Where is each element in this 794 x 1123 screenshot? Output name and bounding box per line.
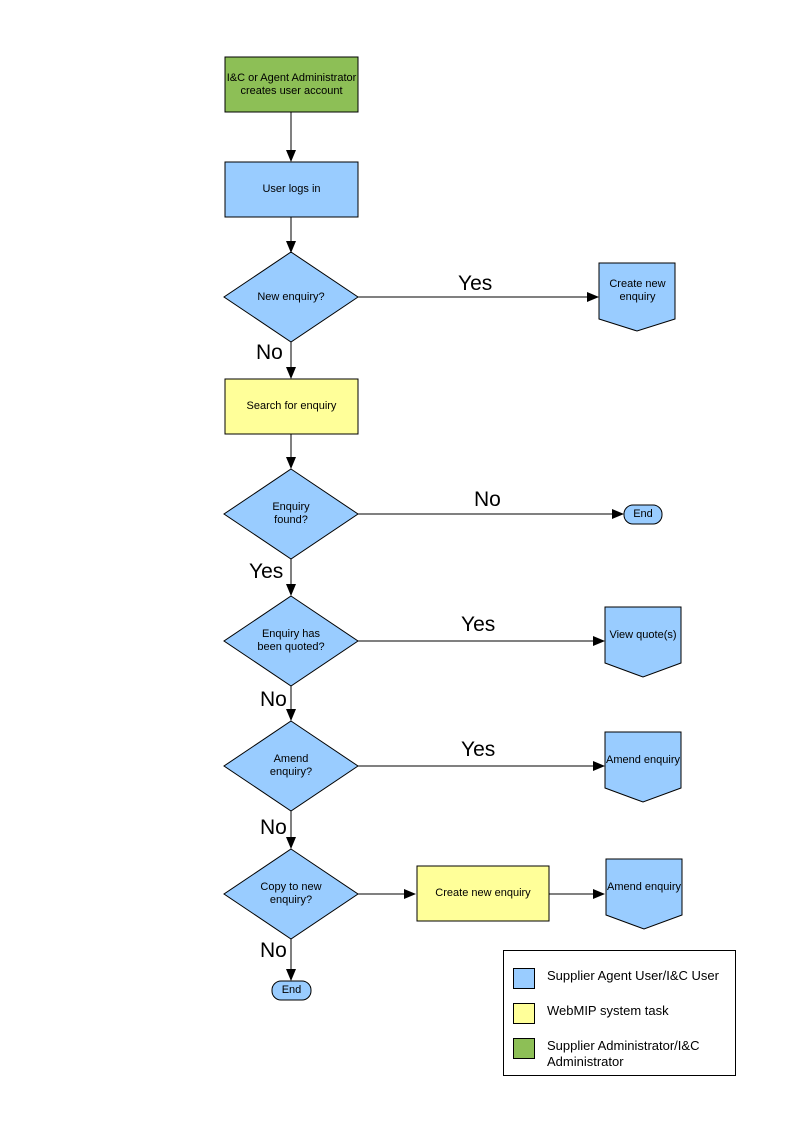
node-enquiry-found-decision-shape (223, 468, 359, 560)
node-amend-enquiry-link-2-shape (605, 858, 683, 930)
node-copy-to-new-decision-shape (223, 848, 359, 940)
legend-label-user: Supplier Agent User/I&C User (547, 968, 719, 983)
node-amend-enquiry-link-2-label: Amend enquiry (607, 880, 681, 893)
node-create-new-enquiry-task-shape (416, 865, 550, 922)
legend-label-admin: Supplier Administrator/I&C Administrator (547, 1038, 700, 1069)
node-create-new-enquiry-link-shape (598, 262, 676, 332)
node-copy-to-new-label: Copy to new enquiry? (260, 881, 322, 906)
node-amend-enquiry-link-1-label: Amend enquiry (606, 753, 680, 766)
legend-swatch-user (513, 968, 535, 989)
node-user-login-label: User logs in (262, 183, 321, 195)
legend-swatch-system (513, 1003, 535, 1024)
legend-swatch-admin (513, 1038, 535, 1059)
branch-label-new-enquiry-no: No (256, 341, 283, 364)
node-user-login-shape (224, 161, 359, 218)
node-search-for-enquiry-shape (224, 378, 359, 435)
node-admin-create-shape (224, 56, 359, 113)
legend-item-system: WebMIP system task (513, 1003, 733, 1024)
branch-label-amend-enquiry-yes: Yes (461, 738, 496, 761)
node-end-1-label: End (633, 508, 653, 520)
branch-label-new-enquiry-yes: Yes (458, 272, 493, 295)
node-enquiry-quoted-decision-shape (223, 595, 359, 687)
branch-label-amend-enquiry-no: No (260, 816, 287, 839)
node-end-1-shape (623, 504, 663, 525)
node-end-2-label: End (281, 984, 302, 996)
branch-label-enquiry-found-no: No (474, 488, 501, 511)
legend-label-system: WebMIP system task (547, 1003, 669, 1018)
node-view-quotes-shape (604, 606, 682, 678)
legend-item-admin: Supplier Administrator/I&C Administrator (513, 1038, 733, 1070)
node-create-new-enquiry-task-label: Create new enquiry (435, 887, 531, 899)
node-new-enquiry-decision-shape (223, 251, 359, 343)
node-amend-enquiry-decision-label: Amend enquiry? (269, 753, 313, 778)
node-create-new-enquiry-link-label: Create new enquiry (609, 278, 666, 303)
node-view-quotes-label: View quote(s) (609, 628, 677, 641)
legend: Supplier Agent User/I&C User WebMIP syst… (503, 950, 736, 1076)
branch-label-enquiry-quoted-yes: Yes (461, 613, 496, 636)
node-amend-enquiry-decision-shape (223, 720, 359, 812)
node-end-2-shape (271, 980, 312, 1001)
node-search-for-enquiry-label: Search for enquiry (246, 400, 337, 412)
node-enquiry-found-label: Enquiry found? (272, 501, 310, 526)
node-amend-enquiry-link-1-shape (604, 731, 682, 803)
branch-label-enquiry-found-yes: Yes (249, 560, 284, 583)
node-new-enquiry-label: New enquiry? (257, 290, 325, 303)
node-admin-create-label: I&C or Agent Administrator creates user … (226, 71, 357, 97)
legend-item-user: Supplier Agent User/I&C User (513, 968, 733, 989)
branch-label-copy-to-new-no: No (260, 939, 287, 962)
node-enquiry-quoted-label: Enquiry has been quoted? (257, 628, 325, 653)
branch-label-enquiry-quoted-no: No (260, 688, 287, 711)
